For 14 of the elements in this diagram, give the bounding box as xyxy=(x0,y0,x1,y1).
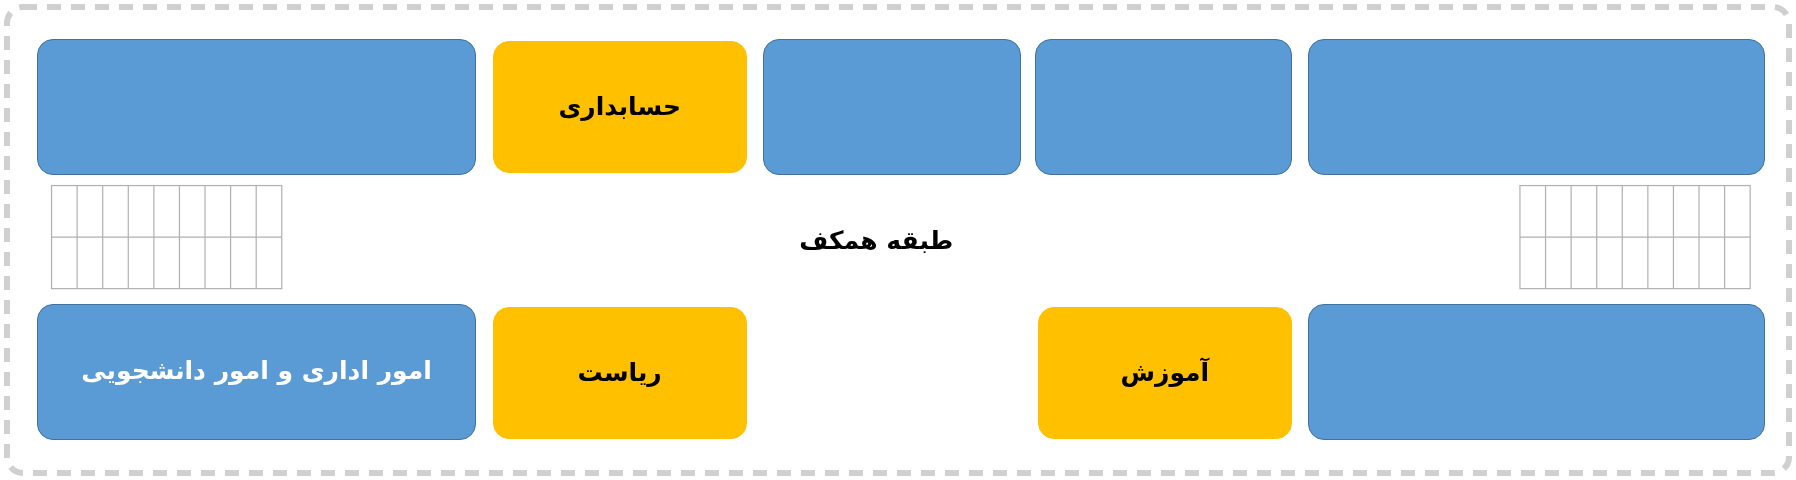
room-box xyxy=(492,306,747,439)
room-box xyxy=(1037,306,1292,439)
room-name: حسابداری xyxy=(558,90,681,123)
floor-label: طبقه همکف xyxy=(799,224,954,257)
room-name: آموزش xyxy=(1120,356,1210,389)
office-box xyxy=(36,303,477,440)
office-box xyxy=(1308,38,1766,176)
room-name: ریاست xyxy=(577,356,662,389)
room-box xyxy=(492,41,747,173)
office-box xyxy=(1308,303,1766,440)
office-box xyxy=(762,38,1021,176)
room-name: امور اداری و امور دانشجویی xyxy=(81,355,432,388)
office-box xyxy=(36,38,477,176)
office-box xyxy=(1035,38,1292,176)
